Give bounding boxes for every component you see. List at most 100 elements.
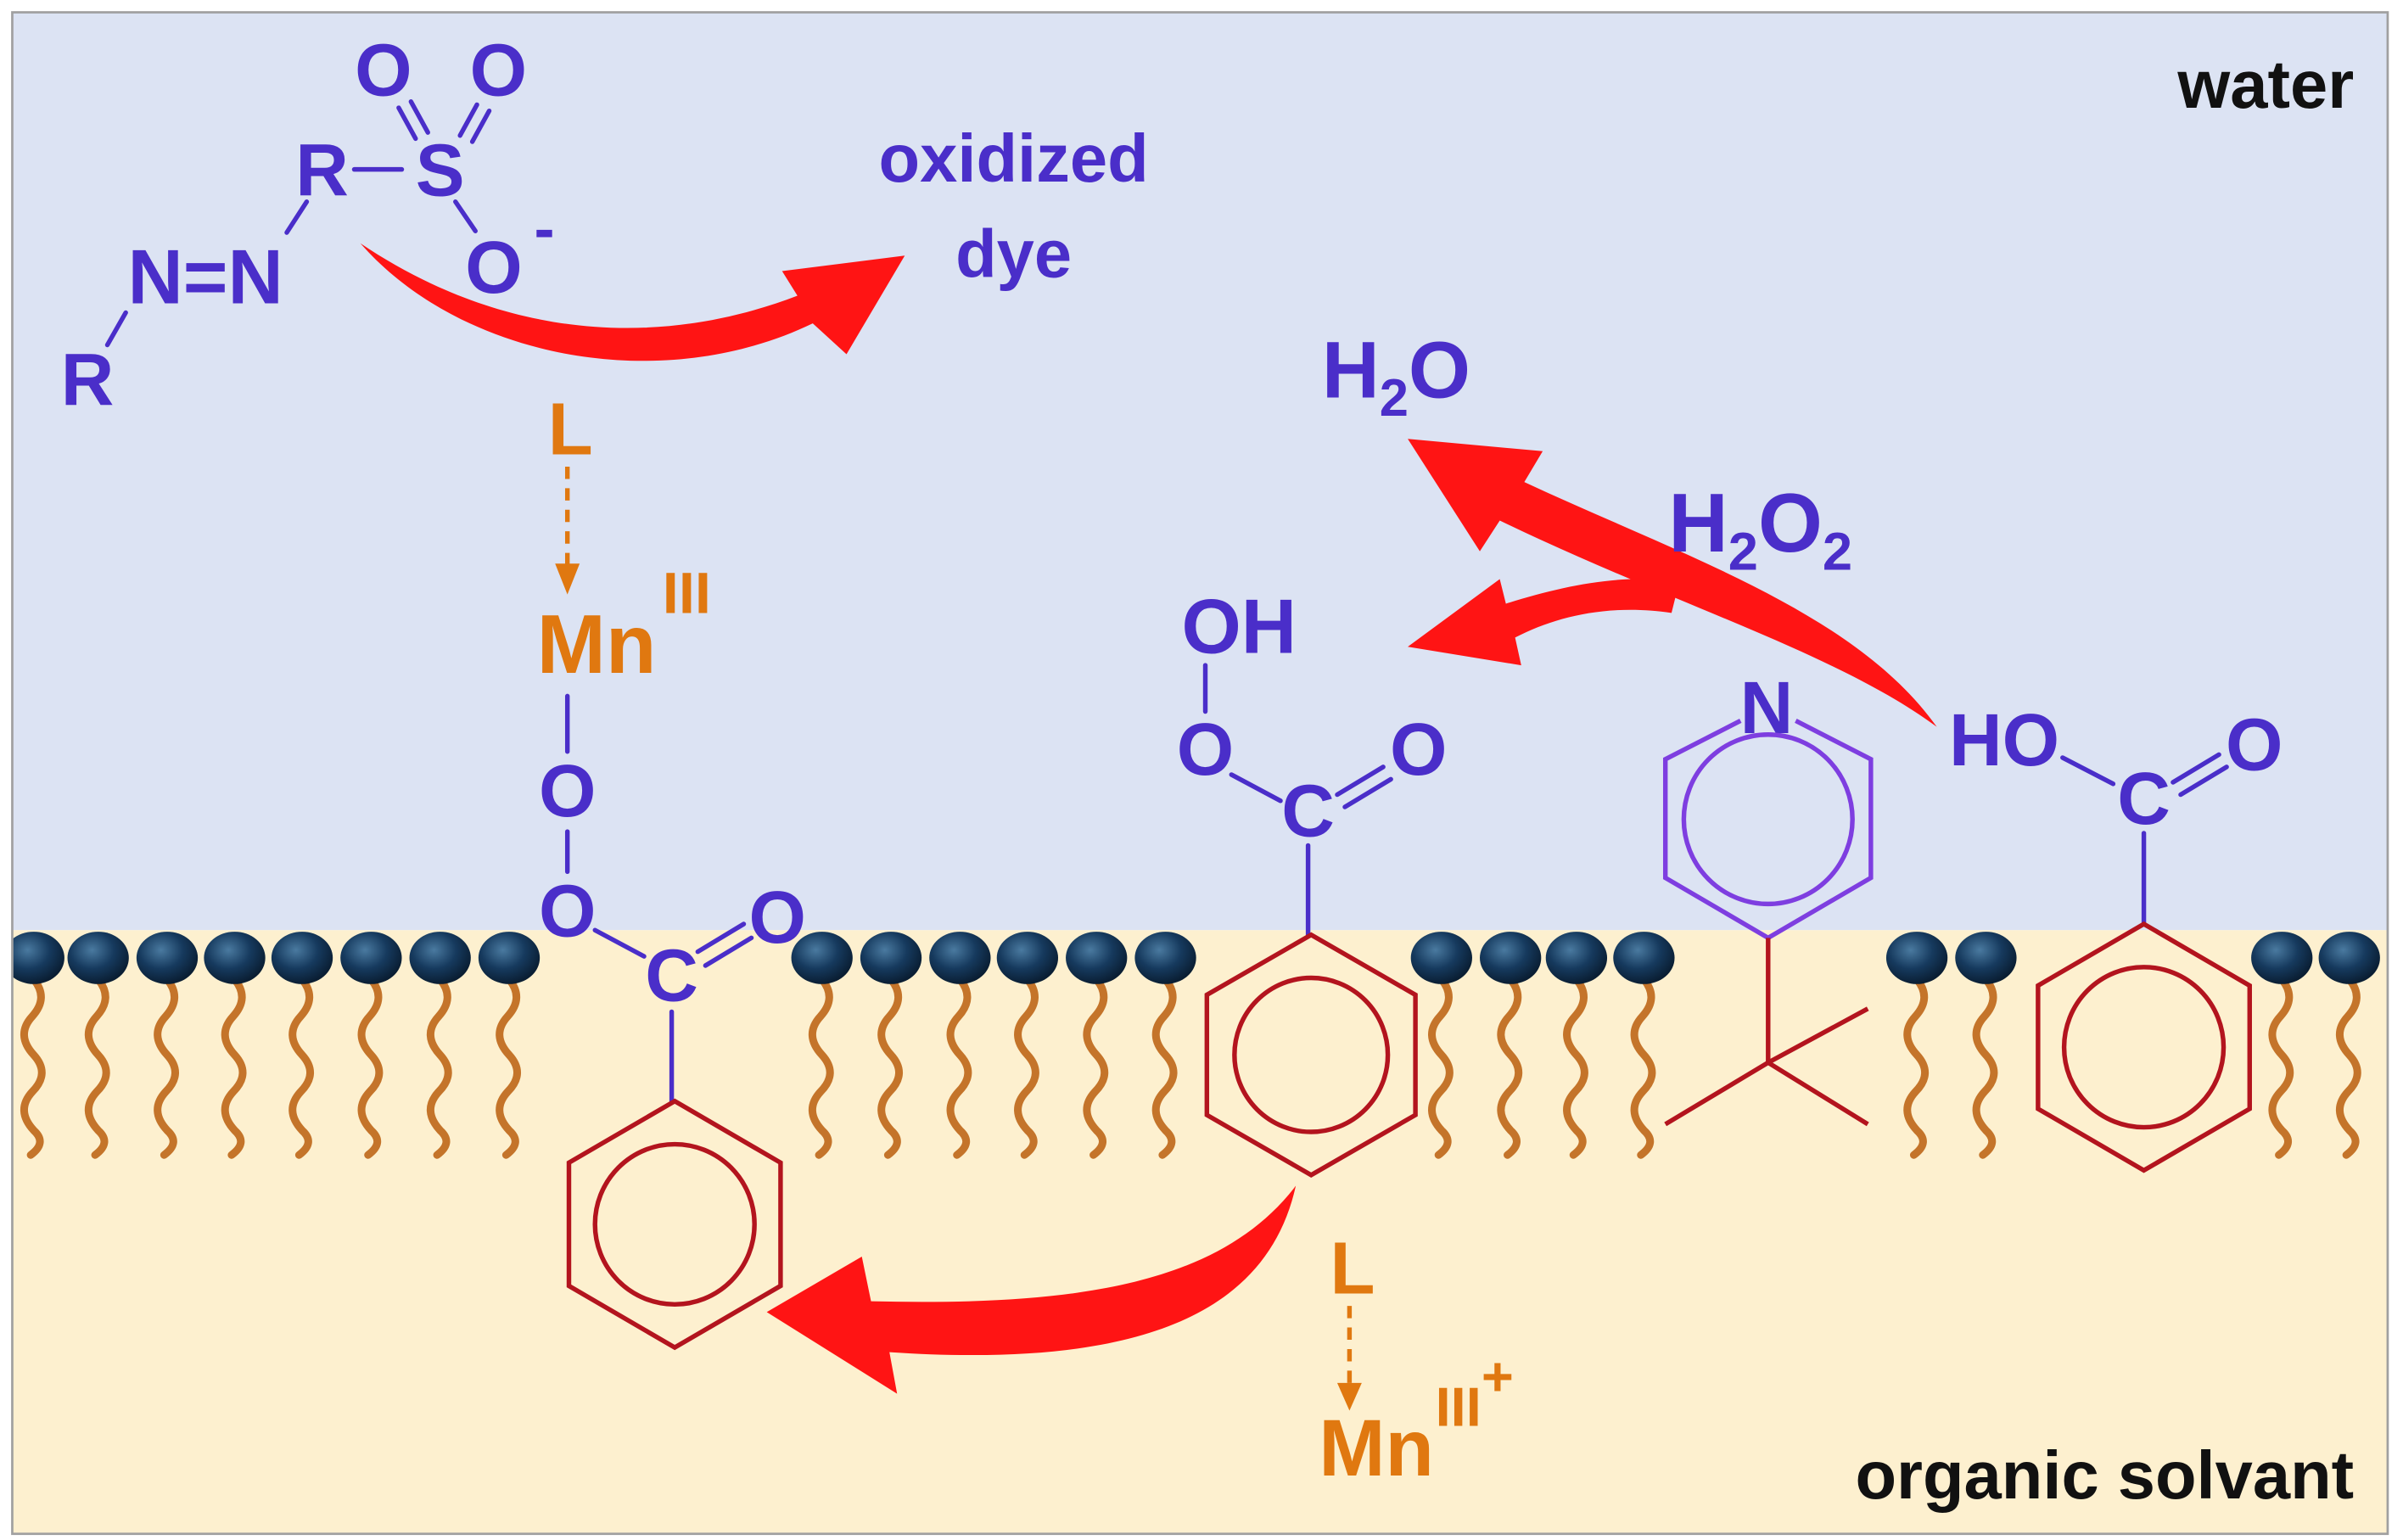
benzene-ring — [566, 1098, 783, 1351]
bond — [457, 102, 479, 138]
surfactant-head — [996, 932, 1059, 984]
peracid-oxygen: O — [1177, 708, 1234, 791]
formula-h: H — [1668, 476, 1728, 569]
reaction-arrow-dye-oxidation — [360, 243, 905, 361]
tert-butylpyridine: N — [1662, 667, 1874, 1127]
surfactant-head — [1066, 932, 1128, 984]
dye-oxygen-right: O — [470, 29, 527, 111]
formula-subscript: 2 — [1728, 522, 1758, 581]
bond — [592, 927, 647, 959]
ligand-label: L — [548, 388, 593, 470]
surfactant-head — [1613, 932, 1675, 984]
surfactant-tail — [1151, 975, 1178, 1159]
formula-o: O — [1409, 325, 1470, 414]
bond — [453, 199, 478, 233]
oxidation-state-label: III — [1436, 1376, 1482, 1438]
surfactant — [791, 932, 853, 1159]
surfactant-head — [1410, 932, 1472, 984]
dye-r-group-upper: R — [295, 129, 349, 211]
surfactant — [2318, 932, 2380, 1159]
surfactant — [1613, 932, 1675, 1159]
surfactant — [1134, 932, 1196, 1159]
bond — [1342, 776, 1393, 809]
surfactant-head — [1955, 932, 2017, 984]
surfactant — [1066, 932, 1128, 1159]
surfactant — [204, 932, 266, 1159]
formula-subscript: 2 — [1823, 522, 1852, 581]
surfactant-layer — [12, 932, 2380, 1159]
charge-label: + — [1482, 1345, 1514, 1407]
surfactant — [409, 932, 471, 1159]
manganese-label: Mn — [1319, 1403, 1434, 1492]
benzoic-acid: HO C O — [1949, 699, 2283, 1173]
water-product-formula: H2O — [1322, 325, 1470, 428]
surfactant — [2251, 932, 2313, 1159]
surfactant-tail — [808, 975, 834, 1159]
ester-carbonyl-oxygen: O — [749, 876, 806, 959]
dye-oxygen-left: O — [355, 29, 412, 111]
bond — [695, 921, 747, 955]
surfactant — [478, 932, 541, 1159]
bond — [1664, 1061, 1770, 1127]
peracid-hydroxyl: OH — [1182, 584, 1297, 669]
surfactant — [136, 932, 199, 1159]
surfactant — [996, 932, 1059, 1159]
surfactant-tail — [84, 975, 110, 1159]
surfactant-tail — [1630, 975, 1656, 1159]
bond — [1767, 1006, 1869, 1065]
surfactant — [1955, 932, 2017, 1159]
surfactant-head — [1885, 932, 1948, 984]
surfactant-tail — [496, 975, 522, 1159]
surfactant-head — [204, 932, 266, 984]
benzene-ring-aromatic-circle — [2061, 965, 2227, 1130]
surfactant — [1410, 932, 1472, 1159]
benzene-ring — [2036, 921, 2252, 1173]
azo-dye: O O R S O - N=N R — [61, 29, 555, 421]
surfactant-head — [1480, 932, 1542, 984]
surfactant-tail — [2335, 975, 2361, 1159]
coordination-arrowhead — [1336, 1382, 1362, 1411]
surfactant — [1480, 932, 1542, 1159]
bond — [2178, 764, 2229, 798]
product-label-line2: dye — [955, 216, 1072, 292]
bond — [1229, 772, 1283, 804]
oxidation-state-label: III — [663, 560, 711, 625]
peroxo-oxygen-2: O — [539, 870, 596, 952]
reaction-arrow-regeneration — [766, 1185, 1297, 1394]
manganese-label: Mn — [537, 597, 657, 691]
bond — [469, 108, 492, 144]
ester-carbon: C — [645, 935, 698, 1017]
acid-carbonyl-oxygen: O — [2226, 703, 2283, 786]
bond — [104, 310, 128, 348]
product-label-line1: oxidized — [879, 120, 1149, 196]
surfactant-tail — [1014, 975, 1039, 1159]
surfactant-tail — [877, 975, 904, 1159]
peracid-carbon: C — [1281, 770, 1335, 852]
formula-h: H — [1322, 325, 1380, 414]
organic-phase-label: organic solvant — [1855, 1437, 2354, 1513]
pyridine-aromatic-circle — [1681, 732, 1855, 907]
surfactant-tail — [288, 975, 315, 1159]
bond — [2060, 755, 2116, 787]
surfactant-tail — [221, 975, 247, 1159]
bond — [703, 935, 754, 968]
dye-r-group-lower: R — [61, 339, 115, 421]
surfactant — [271, 932, 333, 1159]
surfactant-tail — [426, 975, 452, 1159]
benzene-ring-aromatic-circle — [1232, 975, 1391, 1134]
surfactant-head — [791, 932, 853, 984]
surfactant-head — [2251, 932, 2313, 984]
surfactant-tail — [1428, 975, 1454, 1159]
surfactant-head — [67, 932, 129, 984]
peracid: OH O C O — [1177, 584, 1447, 1178]
bond — [2171, 752, 2221, 785]
organic-phase — [12, 930, 2388, 1534]
acid-hydroxyl: HO — [1949, 699, 2059, 781]
surfactant-tail — [1083, 975, 1109, 1159]
surfactant-head — [12, 932, 64, 984]
surfactant-head — [929, 932, 991, 984]
water-phase-label: water — [2176, 47, 2354, 122]
acid-carbon: C — [2117, 758, 2171, 840]
surfactant-tail — [357, 975, 384, 1159]
